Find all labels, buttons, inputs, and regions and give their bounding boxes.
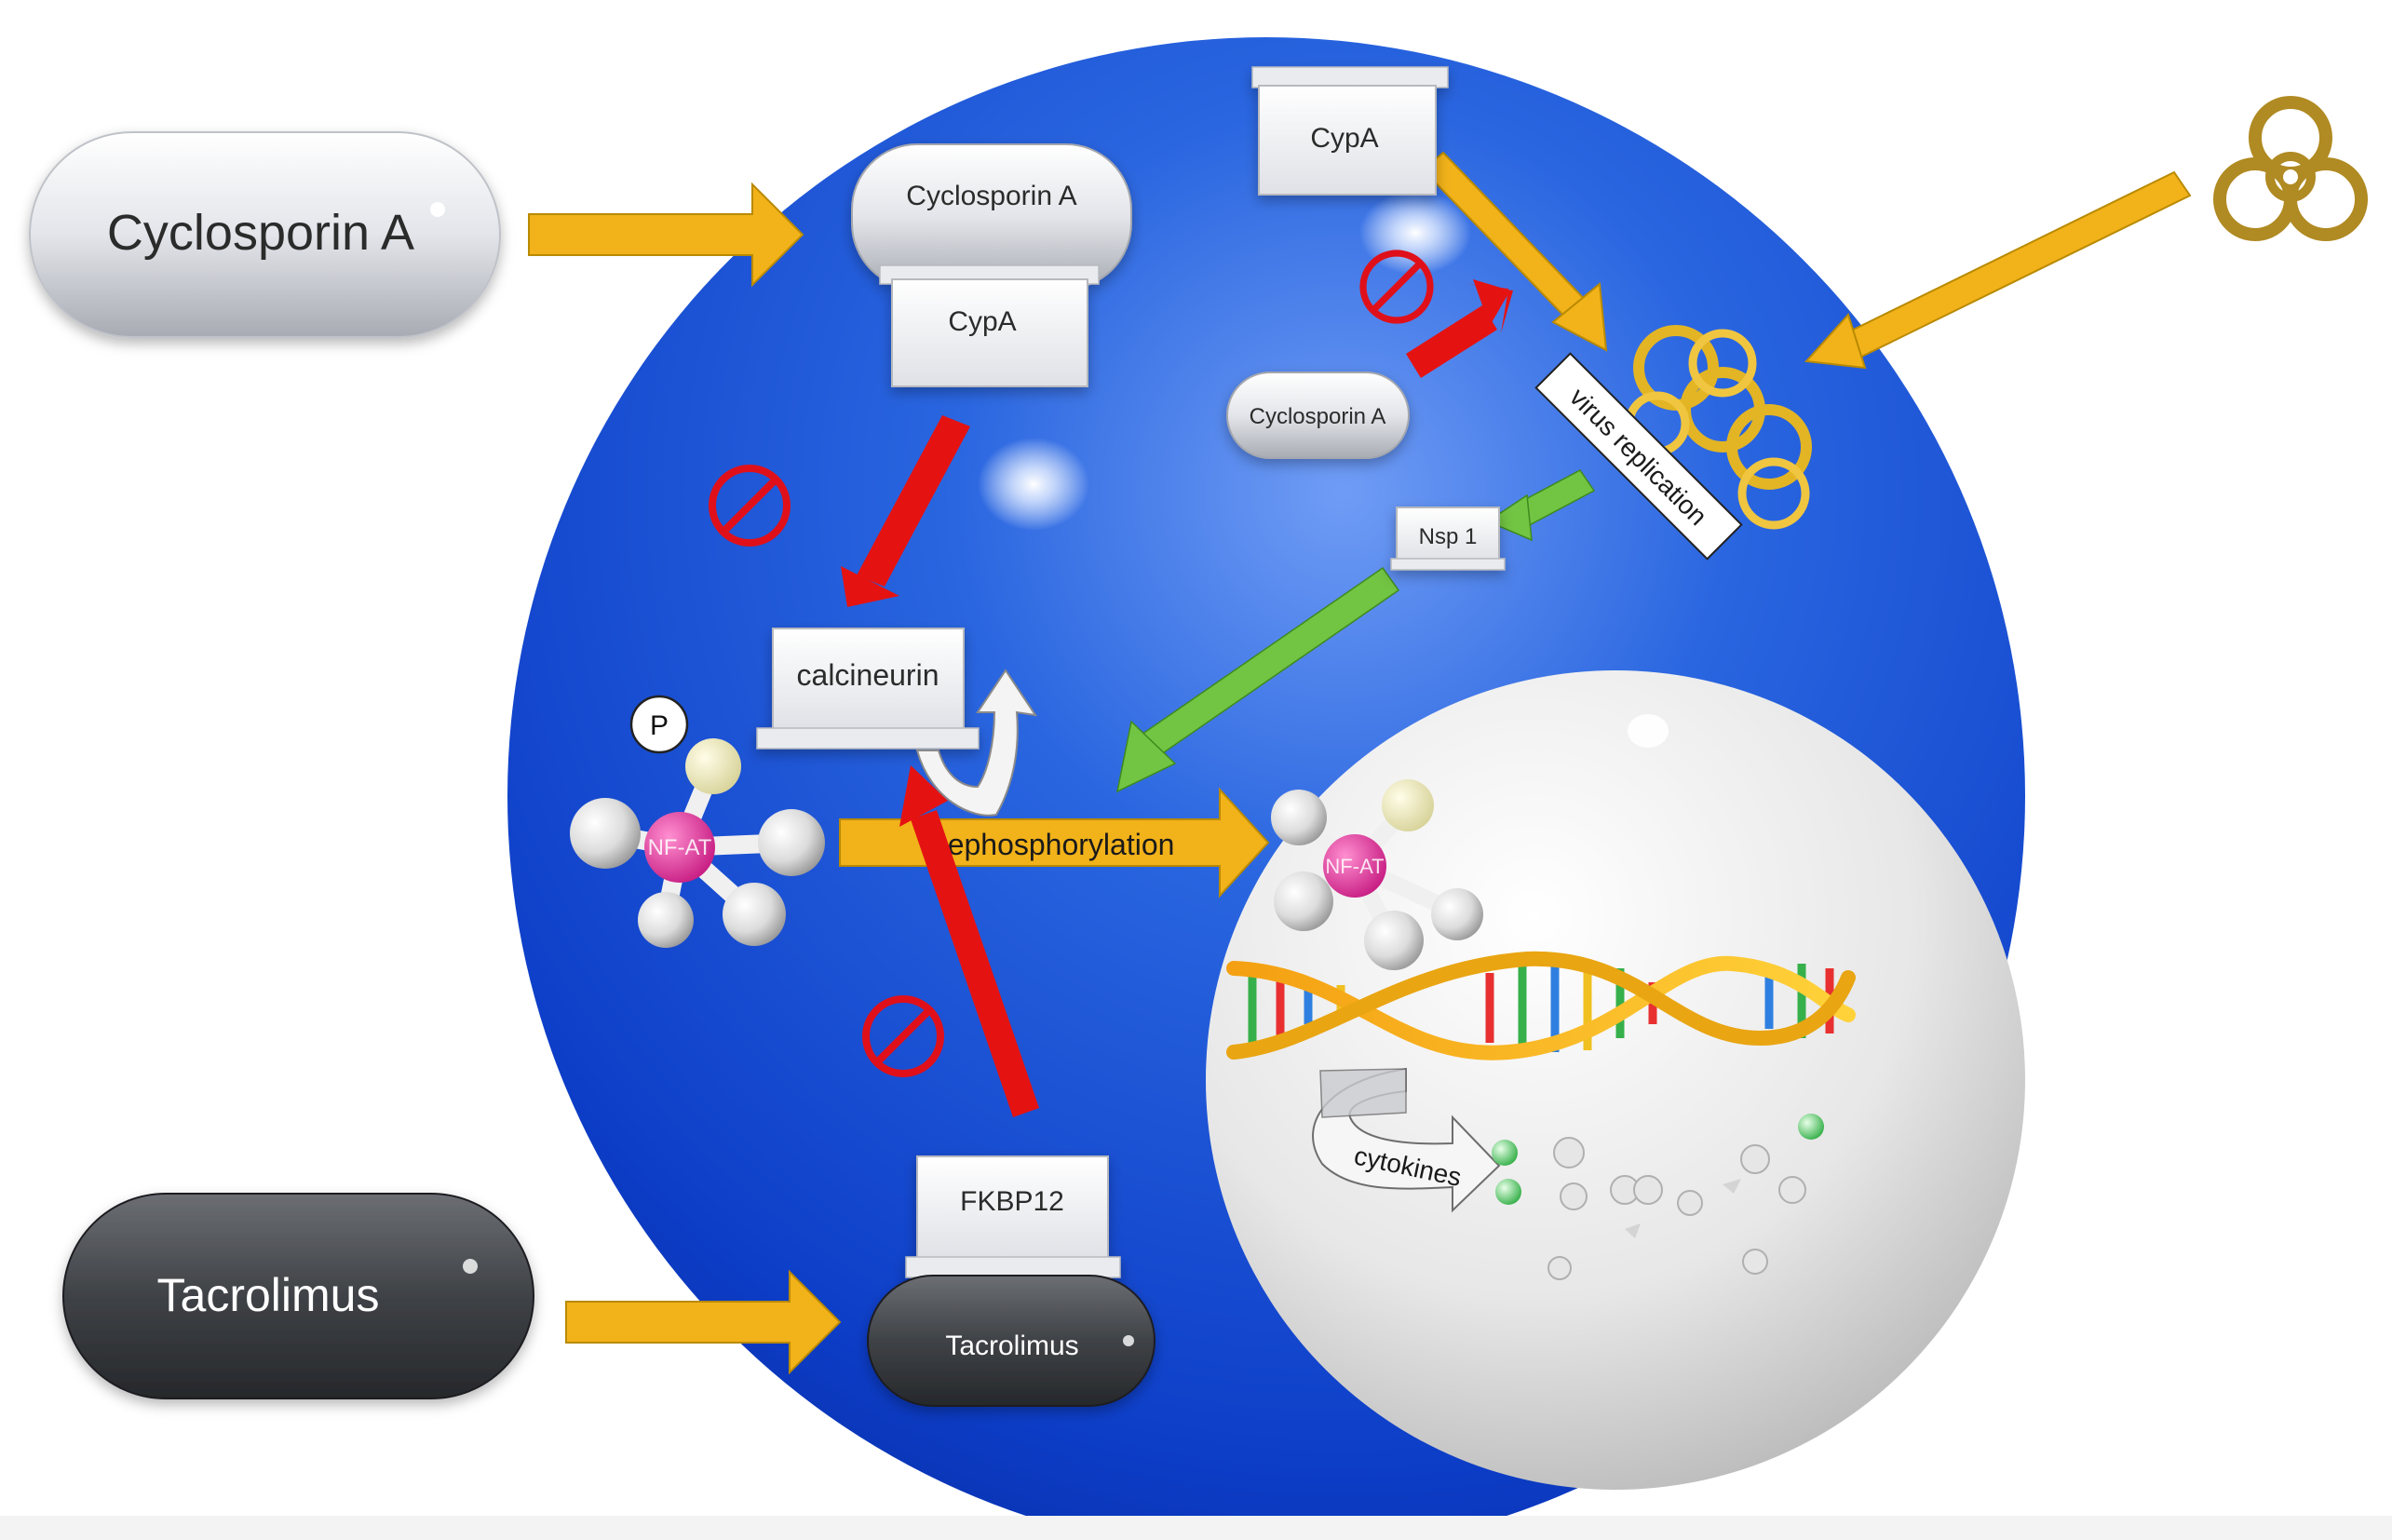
- red-arrow-cypa-to-calcineurin: [841, 415, 970, 607]
- red-arrow-small-cyclosporin: [1406, 279, 1513, 378]
- cyclosporin-small-pill: [1226, 371, 1410, 459]
- tacrolimus-entry-arrow: [565, 1269, 842, 1375]
- nfat-label: NF-AT: [648, 835, 712, 860]
- cyclosporin-pill-outside: [29, 131, 501, 338]
- nucleus: [1206, 670, 2025, 1490]
- bottom-band: [0, 1516, 2392, 1540]
- tacrolimus-pill-outside: [62, 1193, 534, 1399]
- nfat-molecule-nucleus: [1271, 779, 1483, 970]
- dephosphorylation-label: Dephosphorylation: [926, 828, 1175, 861]
- phosphate-label: P: [650, 710, 669, 741]
- calcineurin-label: calcineurin: [797, 658, 939, 692]
- cypa-to-virus-arrow: [1421, 151, 1608, 352]
- cyclosporin-cypa-complex: [851, 143, 1132, 387]
- virus-entry-arrow: [1804, 170, 2192, 370]
- green-arrow-nsp1-to-dephosphorylation: [1115, 566, 1400, 793]
- red-arrow-fkbp-to-calcineurin: [899, 765, 1039, 1117]
- cypa-complex-label: CypA: [948, 306, 1016, 337]
- cyclosporin-entry-arrow: [528, 182, 804, 288]
- cyclosporin-small-label: Cyclosporin A: [1250, 404, 1386, 429]
- nfat-nucleus-label: NF-AT: [1325, 855, 1384, 878]
- tacrolimus-inner-label: Tacrolimus: [945, 1331, 1078, 1361]
- phosphate-circle: [629, 695, 689, 754]
- biohazard-icon: [2213, 96, 2368, 241]
- cytokines-arrow-fold: [1319, 1068, 1407, 1118]
- nfat-molecule: [570, 738, 825, 948]
- green-arrow-virus-to-nsp1: [1486, 469, 1596, 542]
- dephosphorylation-arrow: [839, 787, 1270, 898]
- fkbp12-label: FKBP12: [960, 1186, 1064, 1217]
- nsp1-label: Nsp 1: [1419, 524, 1478, 549]
- calcineurin-release-arrow: [915, 669, 1038, 817]
- tacrolimus-pill-outside-label: Tacrolimus: [157, 1269, 380, 1321]
- cyclosporin-pill-outside-label: Cyclosporin A: [107, 205, 414, 261]
- cytokine-particles: [1492, 1114, 1824, 1280]
- dna-helix: [1226, 951, 1856, 1060]
- cell-highlight: [978, 438, 1089, 531]
- fkbp12-tacrolimus-complex: [867, 1155, 1155, 1407]
- cyclosporin-complex-label: Cyclosporin A: [906, 181, 1076, 211]
- cypa-top-label: CypA: [1310, 123, 1378, 154]
- nucleus-highlight: [1628, 714, 1669, 748]
- calcineurin-box: [756, 628, 980, 750]
- nsp1-box: [1390, 507, 1506, 571]
- cypa-top-box: [1251, 66, 1449, 196]
